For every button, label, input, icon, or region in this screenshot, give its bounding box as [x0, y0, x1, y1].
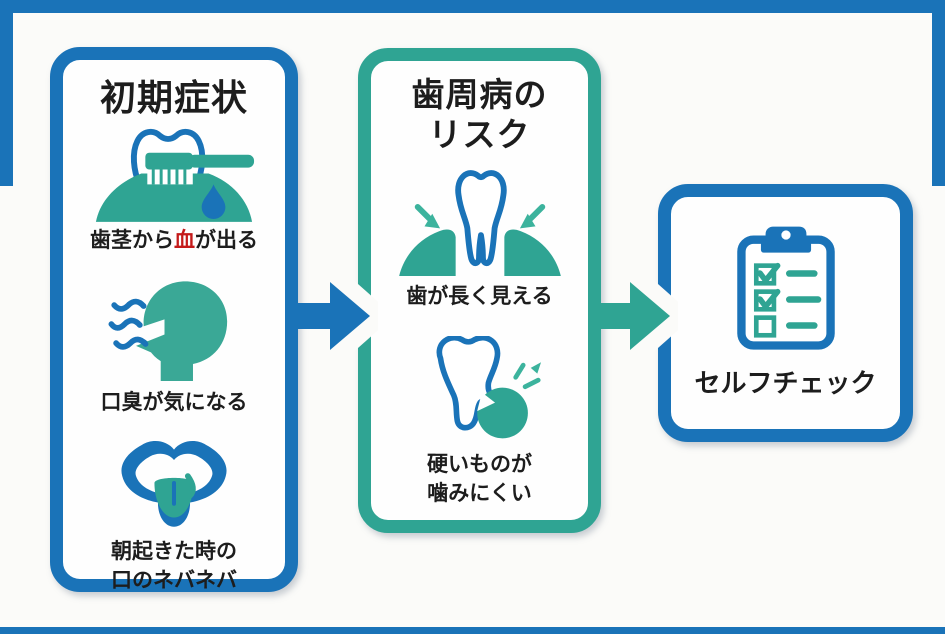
hard-to-chew-tooth-icon	[412, 334, 548, 444]
teal-right-arrow	[594, 278, 678, 354]
panel-initial-symptoms: 初期症状 歯茎から血が出る	[50, 47, 298, 592]
sticky-tongue-icon	[115, 437, 233, 529]
receding-gums-tooth-icon	[396, 166, 564, 278]
right-frame-bar	[932, 0, 945, 186]
risk-hard-to-chew-label: 硬いものが 噛みにくい	[427, 452, 532, 505]
panel-periodontal-risk-title: 歯周病の リスク	[411, 76, 548, 153]
bottom-frame-bar	[0, 627, 945, 634]
symptom-bad-breath-label: 口臭が気になる	[100, 390, 248, 414]
blue-right-arrow	[294, 278, 378, 354]
panel-self-check: セルフチェック	[658, 184, 913, 442]
top-frame-bar	[0, 0, 945, 13]
left-frame-bar	[0, 0, 13, 186]
panel-periodontal-risk: 歯周病の リスク 歯が長く見える	[358, 48, 601, 533]
tooth-brushing-bleeding-icon	[90, 127, 258, 223]
panel-initial-symptoms-title: 初期症状	[99, 77, 248, 118]
symptom-bleeding-gums-label: 歯茎から血が出る	[90, 229, 258, 253]
symptom-sticky-mouth-label: 朝起きた時の 口のネバネバ	[111, 539, 237, 593]
bad-breath-icon	[105, 270, 243, 382]
blood-highlight-text: 血	[174, 229, 195, 253]
risk-longer-teeth-label: 歯が長く見える	[406, 285, 553, 309]
panel-self-check-title: セルフチェック	[694, 368, 877, 398]
checklist-clipboard-icon	[734, 221, 838, 353]
